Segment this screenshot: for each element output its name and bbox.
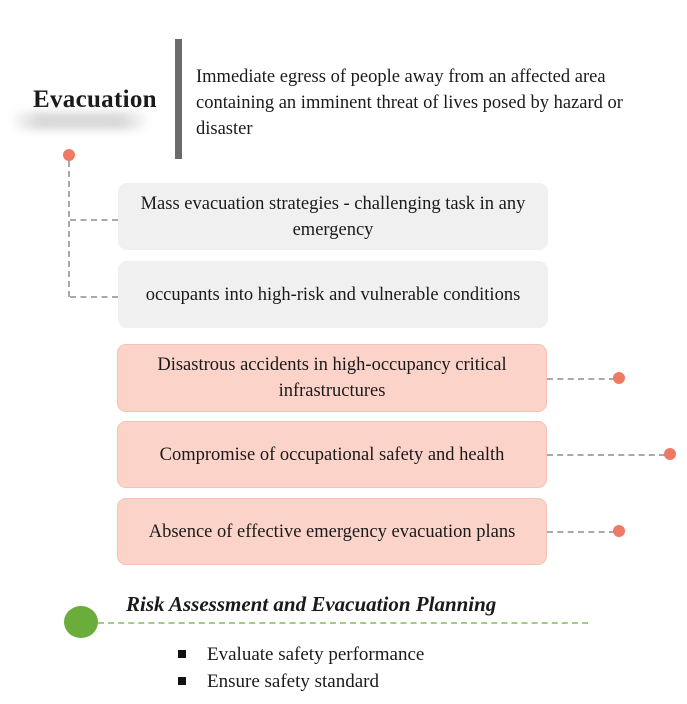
grey-item-text: occupants into high-risk and vulnerable … — [145, 284, 521, 305]
section-green-dot — [64, 606, 98, 638]
bullet-square-icon — [178, 650, 186, 658]
blurred-subtitle — [10, 112, 150, 130]
right-connector-line-3 — [547, 531, 615, 533]
connector-branch-2 — [70, 296, 118, 298]
bullet-square-icon — [178, 677, 186, 685]
left-connector-line — [68, 161, 70, 297]
pink-item-text: Absence of effective emergency evacuatio… — [148, 521, 516, 542]
header-divider-bar — [175, 39, 182, 159]
pink-item-box: Compromise of occupational safety and he… — [117, 421, 547, 488]
bullet-item: Evaluate safety performance — [178, 641, 424, 668]
bullet-text: Ensure safety standard — [207, 671, 379, 692]
pink-item-text: Compromise of occupational safety and he… — [159, 444, 505, 465]
pink-item-text: Disastrous accidents in high-occupancy c… — [157, 355, 507, 401]
right-connector-line-2 — [547, 454, 665, 456]
section-bullet-list: Evaluate safety performance Ensure safet… — [178, 641, 424, 695]
pink-item-box: Absence of effective emergency evacuatio… — [117, 498, 547, 565]
evacuation-definition: Immediate egress of people away from an … — [196, 67, 623, 139]
right-connector-dot-3 — [613, 525, 625, 537]
pink-item-box: Disastrous accidents in high-occupancy c… — [117, 344, 547, 412]
grey-item-box: Mass evacuation strategies - challenging… — [118, 183, 548, 250]
right-connector-dot-1 — [613, 372, 625, 384]
right-connector-line-1 — [547, 378, 615, 380]
bullet-item: Ensure safety standard — [178, 668, 424, 695]
bullet-text: Evaluate safety performance — [207, 644, 425, 665]
grey-item-text: Mass evacuation strategies - challenging… — [140, 193, 526, 240]
section-green-line — [98, 622, 588, 624]
section-title: Risk Assessment and Evacuation Planning — [126, 592, 497, 616]
right-connector-dot-2 — [664, 448, 676, 460]
left-connector-dot — [63, 149, 75, 161]
evacuation-title: Evacuation — [33, 86, 157, 113]
connector-branch-1 — [70, 219, 118, 221]
grey-item-box: occupants into high-risk and vulnerable … — [118, 261, 548, 328]
